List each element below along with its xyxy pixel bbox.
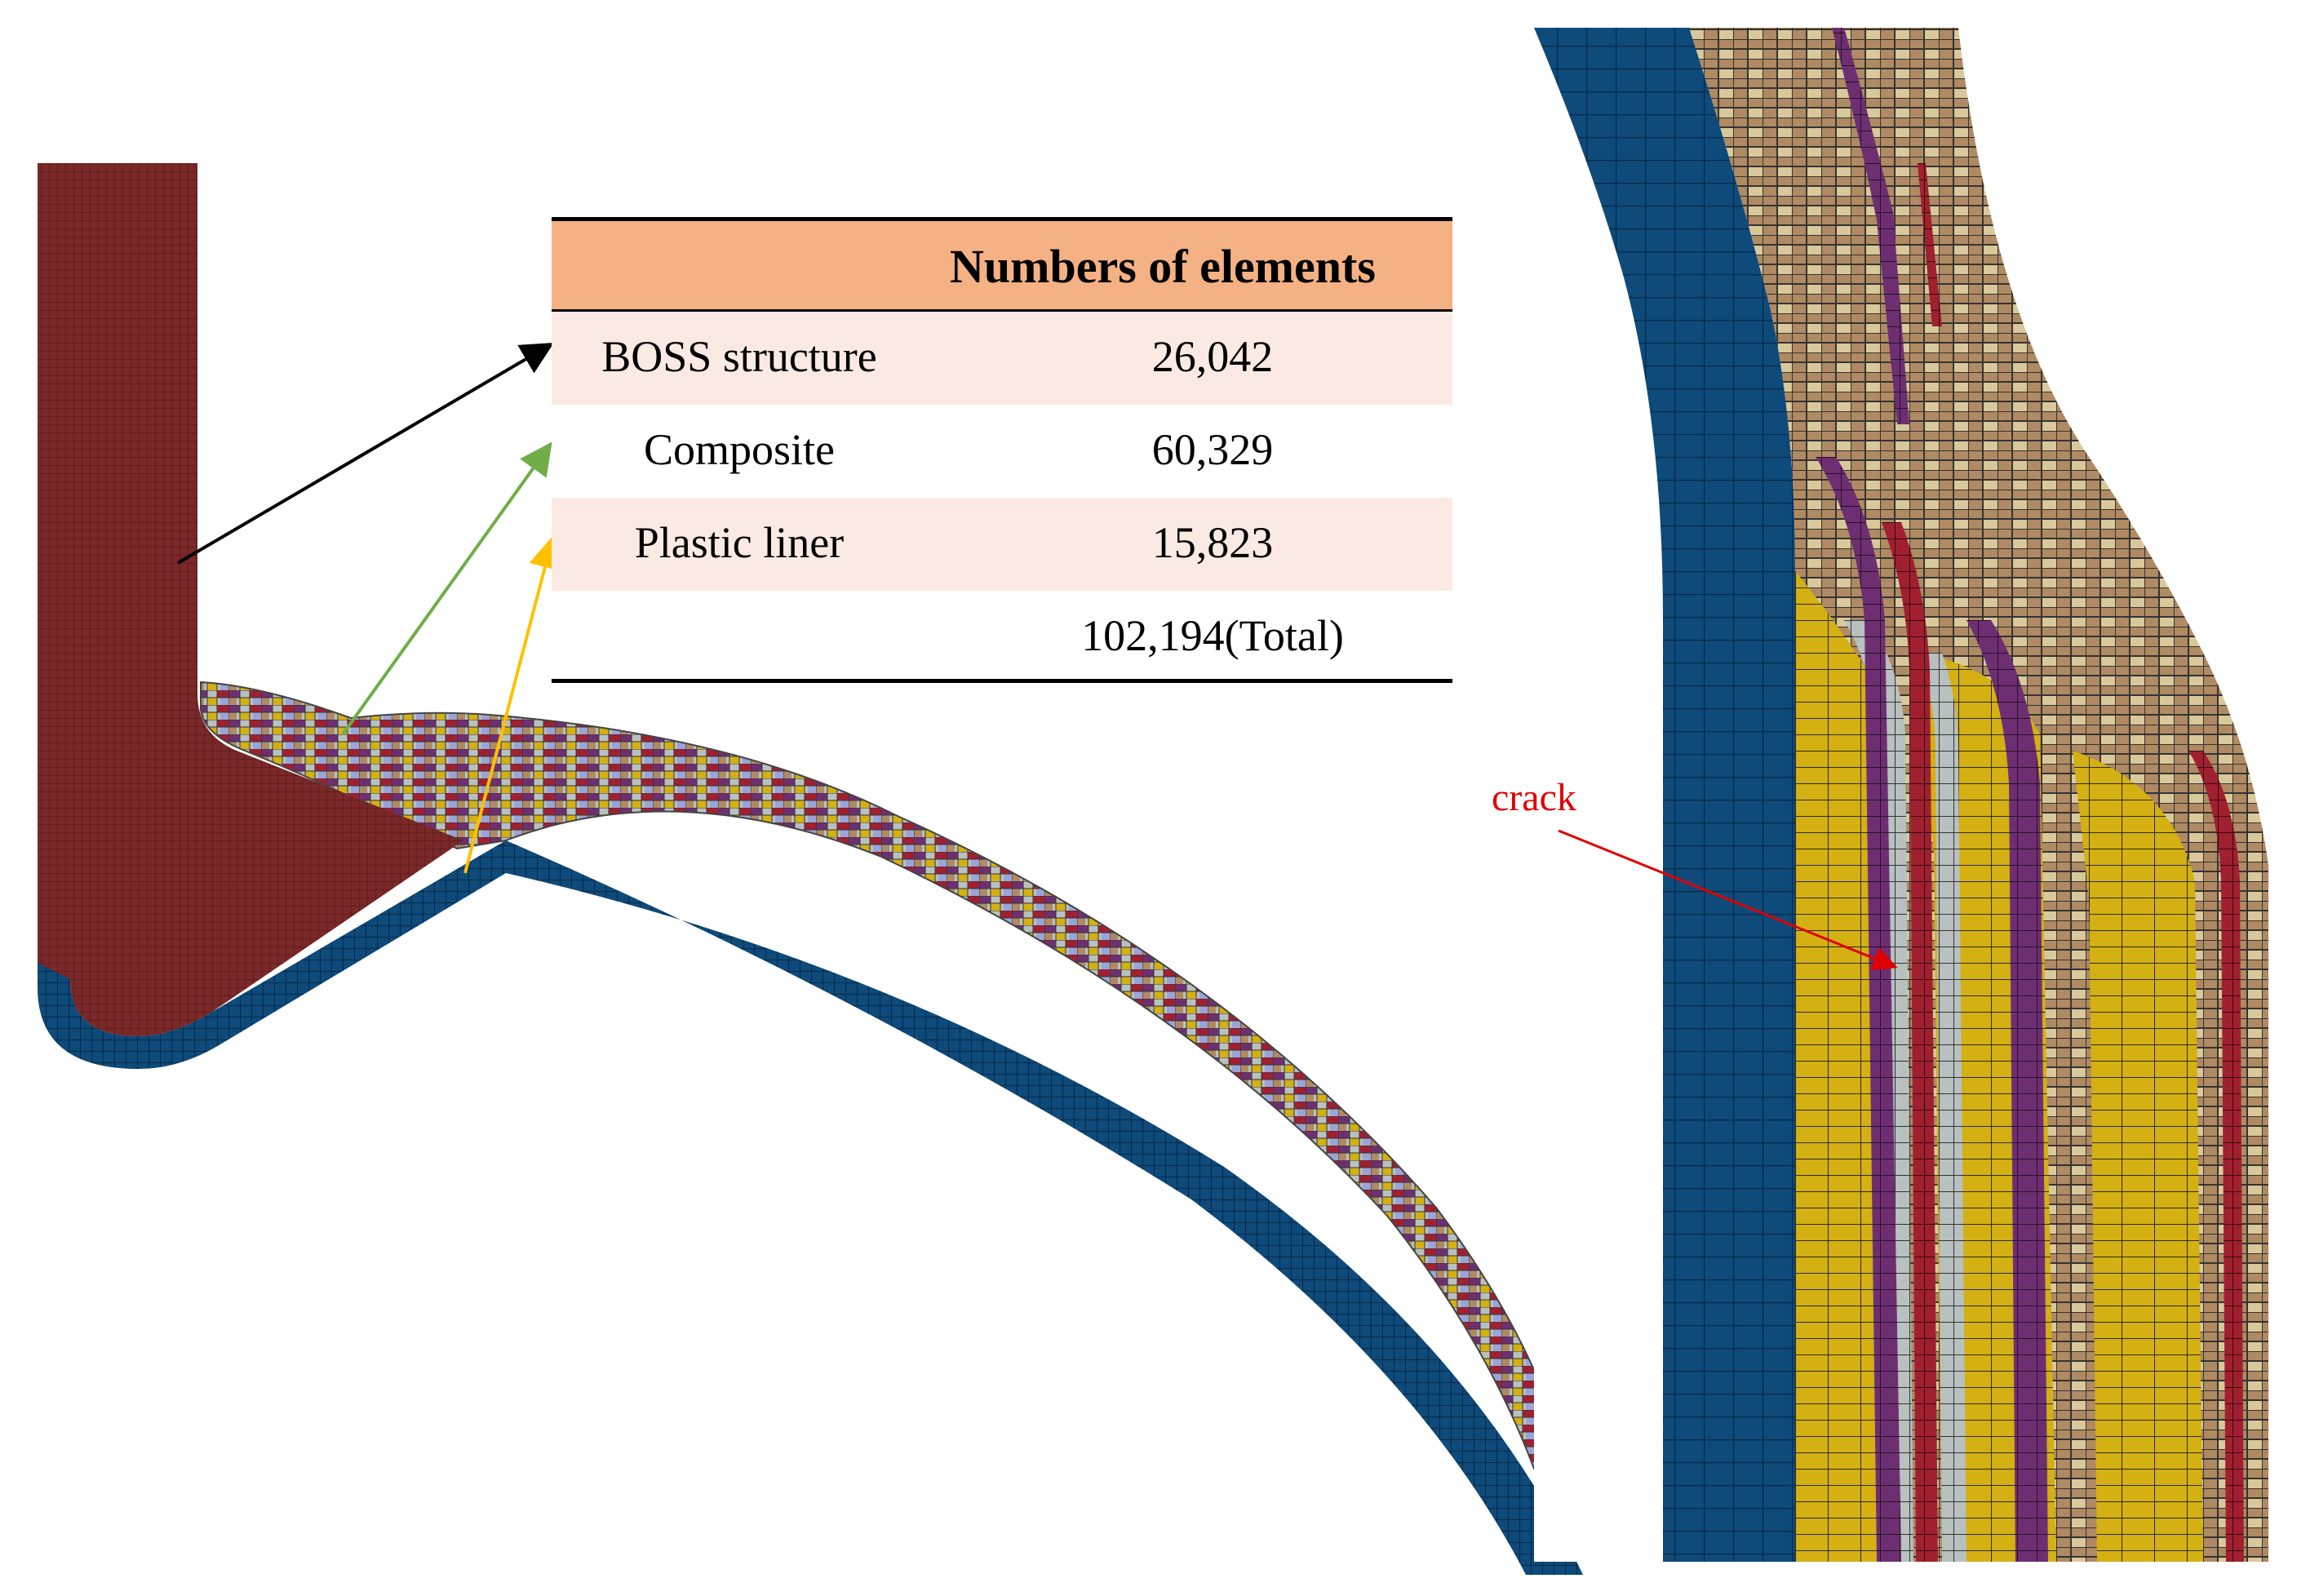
boss-arrow — [176, 342, 554, 565]
row-value: 15,823 — [1151, 518, 1274, 567]
boss-structure-shape — [38, 163, 463, 1036]
crack-label: crack — [1492, 776, 1576, 819]
row-label: Plastic liner — [634, 518, 845, 567]
row-label: Composite — [643, 425, 835, 474]
composite-layer-shape — [200, 681, 1568, 1470]
table-row: BOSS structure 26,042 — [552, 312, 1452, 405]
row-value: 102,194(Total) — [1081, 611, 1344, 660]
composite-arrow — [341, 441, 552, 736]
table-header: Numbers of elements — [552, 217, 1452, 312]
table-row: 102,194(Total) — [552, 591, 1452, 684]
table-bottom-rule — [552, 679, 1452, 683]
liner-arrow — [463, 535, 561, 874]
crack-arrow — [1558, 829, 1898, 970]
table-row: Plastic liner 15,823 — [552, 498, 1452, 591]
table-header-label: Numbers of elements — [950, 240, 1376, 293]
row-value: 60,329 — [1151, 425, 1274, 474]
row-value: 26,042 — [1151, 332, 1274, 381]
table-row: Composite 60,329 — [552, 405, 1452, 498]
row-label: BOSS structure — [601, 332, 877, 381]
zoomed-mesh-view — [1534, 28, 2309, 1562]
